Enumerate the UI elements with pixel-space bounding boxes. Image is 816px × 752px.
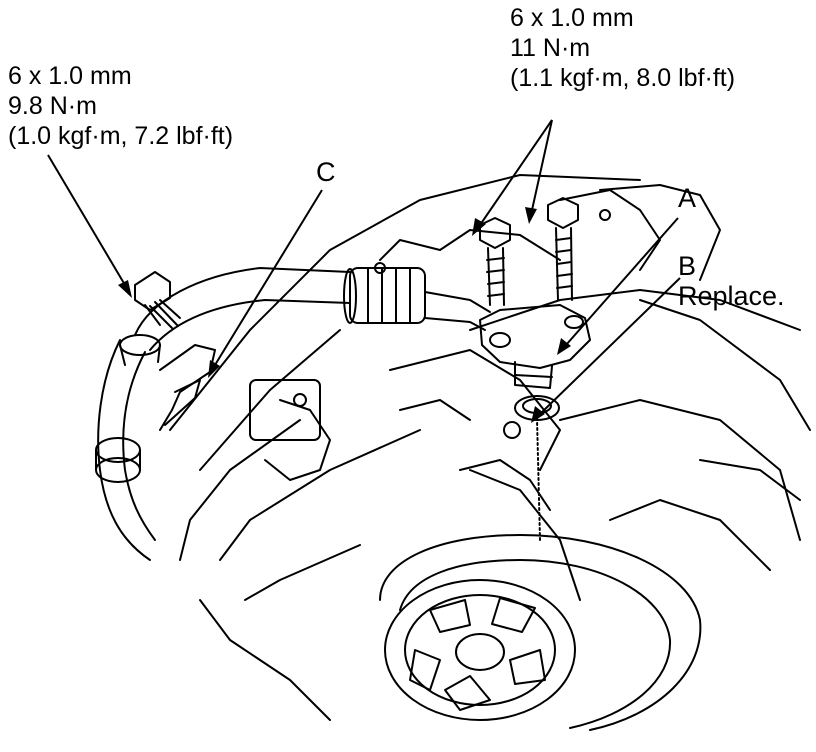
callout-b: B	[678, 251, 697, 281]
leader-part-a	[557, 217, 679, 355]
right-bolts-torque: 11 N·m	[510, 34, 591, 62]
callout-b-replace-note: Replace.	[678, 281, 785, 311]
right-flange-bolts	[479, 197, 579, 306]
flange-fitting	[479, 304, 591, 389]
leader-part-c	[208, 189, 323, 378]
hose-clamp	[159, 344, 216, 431]
engine-block-outline	[169, 174, 811, 721]
callout-c: C	[316, 157, 336, 187]
hose-assembly	[95, 267, 491, 561]
left-bolt-torque-alt: (1.0 kgf·m, 7.2 lbf·ft)	[8, 122, 234, 150]
left-bolt-torque: 9.8 N·m	[8, 92, 97, 120]
left-flange-bolt	[134, 271, 181, 329]
callout-a: A	[678, 183, 697, 213]
right-bolts-size: 6 x 1.0 mm	[510, 4, 634, 32]
leader-part-b	[531, 277, 681, 423]
pump-pulley	[379, 534, 702, 731]
hose-coupling	[343, 267, 426, 324]
leader-right-bolt-1	[472, 119, 553, 236]
leader-left-bolt	[47, 154, 132, 298]
left-bolt-size: 6 x 1.0 mm	[8, 62, 132, 90]
right-bolts-torque-alt: (1.1 kgf·m, 8.0 lbf·ft)	[510, 64, 736, 92]
leader-right-bolt-2	[525, 119, 553, 224]
assembly-guide-line	[536, 417, 541, 541]
